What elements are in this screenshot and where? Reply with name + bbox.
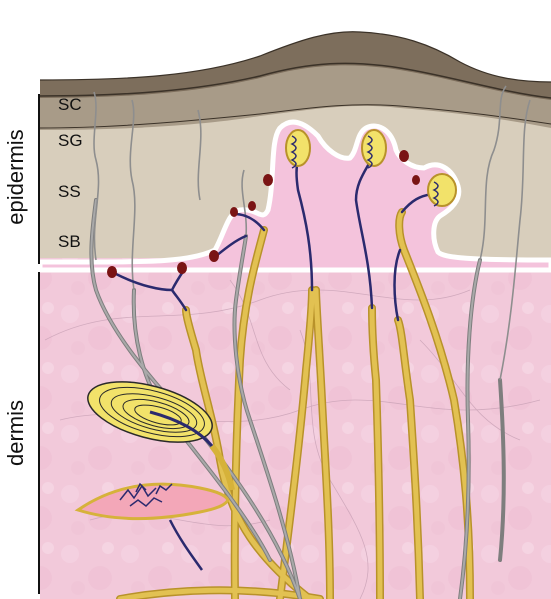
meissner-corpuscle (285, 129, 311, 169)
layer-label-sb: SB (58, 232, 81, 251)
region-label-epidermis: epidermis (3, 129, 28, 225)
ruffini-ending (74, 482, 230, 571)
stratum-granulosum (40, 61, 551, 131)
region-label-dermis: dermis (3, 400, 28, 467)
meissner-corpuscle (427, 173, 457, 207)
pacinian-corpuscle (87, 381, 235, 491)
layer-label-sg: SG (58, 131, 83, 150)
merkel-cell (107, 150, 420, 278)
dermis-bracket (38, 272, 40, 594)
free-nerve-endings (93, 85, 531, 381)
layer-label-ss: SS (58, 182, 81, 201)
epidermis-bracket (38, 94, 40, 264)
meissner-corpuscle (361, 129, 387, 169)
stratum-corneum (40, 31, 551, 101)
dermal-papillae (37, 119, 551, 273)
layer-label-sc: SC (58, 95, 82, 114)
